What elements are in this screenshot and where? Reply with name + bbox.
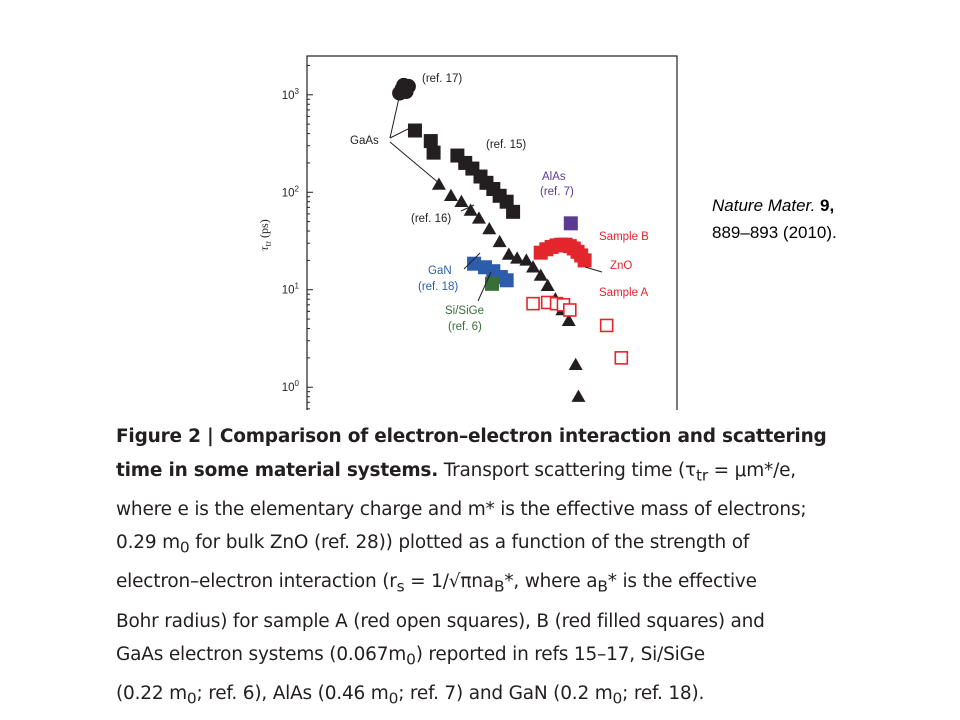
y-tick-label: 102 bbox=[282, 184, 300, 199]
citation-journal: Nature Mater. bbox=[712, 196, 816, 215]
caption-line-8-a: (0.22 m bbox=[116, 683, 187, 705]
caption-line-2-end: = μm*/e, bbox=[707, 459, 797, 481]
label-ref18: (ref. 18) bbox=[418, 281, 458, 293]
caption-line-4-sub: 0 bbox=[179, 538, 190, 557]
data-point bbox=[506, 204, 521, 219]
caption-line-2: time in some material systems. Transport… bbox=[116, 454, 856, 493]
label-ref16: (ref. 16) bbox=[411, 213, 451, 225]
series-gaas-ref-17 bbox=[392, 77, 416, 101]
caption-line-1: Figure 2 | Comparison of electron–electr… bbox=[116, 426, 827, 447]
caption-lead-2: time in some material systems. bbox=[116, 459, 439, 481]
plot-frame bbox=[306, 55, 678, 410]
caption-line-7: GaAs electron systems (0.067m0) reported… bbox=[116, 638, 856, 677]
y-tick-label: 103 bbox=[282, 87, 300, 102]
data-point bbox=[482, 221, 497, 235]
data-marks bbox=[392, 77, 629, 402]
data-point bbox=[562, 303, 577, 317]
series-alas-ref-7 bbox=[563, 216, 578, 231]
caption-line-5-b: = 1/√πna bbox=[404, 571, 494, 593]
caption-line-5-d: * is the effective bbox=[607, 571, 757, 593]
axis-ticks: 100101102103110 bbox=[282, 64, 313, 410]
label-ref17: (ref. 17) bbox=[422, 73, 462, 85]
caption-line-3: where e is the elementary charge and m* … bbox=[116, 498, 807, 520]
data-point bbox=[614, 351, 629, 365]
caption-line-7-a: GaAs electron systems (0.067m bbox=[116, 644, 407, 666]
label-sample-b: Sample B bbox=[599, 231, 649, 243]
caption-line-7-b: ) reported in refs 15–17, Si/SiGe bbox=[415, 644, 705, 666]
caption-line-5-a: electron–electron interaction (r bbox=[116, 571, 397, 593]
caption-line-6: Bohr radius) for sample A (red open squa… bbox=[116, 610, 765, 632]
caption-line-7-sub: 0 bbox=[406, 650, 416, 669]
y-axis-label: τtr (ps) bbox=[257, 219, 273, 250]
label-gaas: GaAs bbox=[350, 135, 379, 147]
figure-caption: Figure 2 | Comparison of electron–electr… bbox=[116, 420, 856, 716]
data-point bbox=[492, 234, 507, 248]
caption-line-4: 0.29 m0 for bulk ZnO (ref. 28)) plotted … bbox=[116, 526, 856, 565]
series-gan-ref-18 bbox=[467, 256, 514, 288]
label-ref7: (ref. 7) bbox=[540, 186, 574, 198]
series-sample-b bbox=[533, 237, 592, 268]
caption-line-8-sub2: 0 bbox=[388, 689, 399, 708]
data-point bbox=[463, 203, 478, 216]
y-tick-label: 101 bbox=[282, 282, 300, 297]
citation: Nature Mater. 9, 889–893 (2010). bbox=[712, 192, 952, 246]
caption-line-5-sub3: B bbox=[597, 578, 608, 597]
caption-line-4-a: 0.29 m bbox=[116, 532, 180, 554]
y-tick-label: 100 bbox=[282, 379, 300, 394]
data-point bbox=[501, 247, 516, 260]
data-point bbox=[467, 256, 482, 271]
data-point bbox=[499, 273, 514, 288]
label-alas: AlAs bbox=[542, 171, 566, 183]
data-point bbox=[526, 296, 540, 311]
annotations: (ref. 17) GaAs (ref. 15) (ref. 16) AlAs … bbox=[350, 73, 649, 333]
data-point bbox=[563, 216, 578, 231]
data-point bbox=[526, 260, 541, 273]
data-point bbox=[533, 268, 548, 281]
label-zno: ZnO bbox=[610, 260, 632, 272]
series-gaas-ref-15 bbox=[407, 123, 521, 219]
caption-line-5-c: *, where a bbox=[504, 571, 598, 593]
caption-line-8-sub3: 0 bbox=[612, 689, 623, 708]
caption-line-8-b: ; ref. 6), AlAs (0.46 m bbox=[196, 683, 389, 705]
data-point bbox=[443, 188, 458, 202]
data-point bbox=[454, 194, 469, 207]
label-sample-a: Sample A bbox=[599, 287, 649, 299]
data-point bbox=[519, 253, 534, 266]
annotation-leaders bbox=[389, 79, 603, 302]
series-si-sige-ref-6 bbox=[485, 276, 499, 291]
caption-line-5-sub: s bbox=[396, 578, 405, 597]
citation-pages: 889–893 (2010). bbox=[712, 223, 837, 242]
data-point bbox=[577, 253, 592, 268]
data-point bbox=[471, 211, 486, 224]
label-ref6: (ref. 6) bbox=[448, 321, 482, 333]
scatter-chart: 100101102103110 (ref. 17) GaAs (ref. 15)… bbox=[257, 55, 678, 410]
data-point bbox=[423, 134, 438, 149]
caption-line-8-c: ; ref. 7) and GaN (0.2 m bbox=[398, 683, 613, 705]
label-sisige: Si/SiGe bbox=[445, 305, 484, 317]
data-point bbox=[407, 123, 422, 138]
caption-line-8: (0.22 m0; ref. 6), AlAs (0.46 m0; ref. 7… bbox=[116, 677, 856, 716]
caption-line-4-b: for bulk ZnO (ref. 28)) plotted as a fun… bbox=[189, 532, 750, 554]
data-point bbox=[426, 145, 441, 160]
label-ref15: (ref. 15) bbox=[486, 139, 526, 151]
caption-line-8-d: ; ref. 18). bbox=[622, 683, 705, 705]
data-point bbox=[599, 318, 614, 333]
caption-line-8-sub: 0 bbox=[186, 689, 197, 708]
data-point bbox=[561, 313, 576, 327]
data-point bbox=[571, 389, 586, 402]
caption-line-5: electron–electron interaction (rs = 1/√π… bbox=[116, 565, 856, 604]
caption-line-2-rest: Transport scattering time (τ bbox=[438, 459, 696, 481]
citation-volume: 9, bbox=[820, 196, 835, 215]
data-point bbox=[485, 276, 499, 291]
data-point bbox=[568, 357, 583, 370]
label-gan: GaN bbox=[428, 265, 452, 277]
data-point bbox=[540, 278, 555, 291]
caption-sub-tr: tr bbox=[696, 466, 708, 485]
caption-line-5-sub2: B bbox=[493, 578, 505, 597]
series-sample-a bbox=[526, 295, 629, 365]
data-point bbox=[510, 251, 525, 264]
